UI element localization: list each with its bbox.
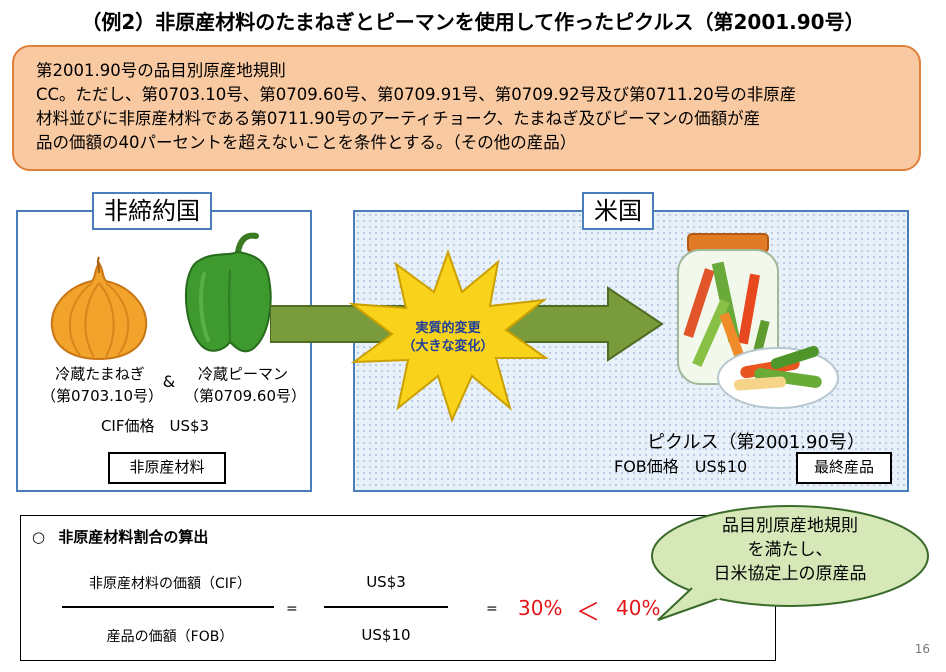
rule-line-1: CC。ただし、第0703.10号、第0709.60号、第0709.91号、第07…	[36, 85, 797, 104]
page-title: （例2）非原産材料のたまねぎとピーマンを使用して作ったピクルス（第2001.90…	[81, 10, 865, 34]
rule-heading: 第2001.90号の品目別原産地規則	[36, 61, 286, 80]
cif-price: CIF価格 US$3	[100, 417, 210, 435]
denominator-value: US$10	[361, 626, 411, 644]
fraction-line-left	[62, 606, 274, 608]
onion-code: （第0703.10号）	[40, 387, 164, 405]
rule-box: 第2001.90号の品目別原産地規則 CC。ただし、第0703.10号、第070…	[12, 45, 921, 171]
denominator-label: 産品の価額（FOB）	[106, 629, 234, 645]
fob-price: FOB価格 US$10	[614, 457, 748, 476]
starburst-icon	[348, 248, 548, 423]
bullet-icon: ○	[32, 528, 46, 546]
usa-tag: 米国	[582, 192, 654, 230]
bubble-line-2: を満たし、	[747, 540, 833, 560]
result-percentage: 30%	[518, 596, 563, 620]
numerator-label: 非原産材料の価額（CIF）	[89, 576, 251, 592]
bubble-line-3: 日米協定上の原産品	[713, 564, 867, 584]
ampersand: &	[162, 372, 176, 391]
non-originating-material-box: 非原産材料	[108, 452, 226, 484]
less-than-sign: ＜	[576, 598, 600, 626]
green-pepper-icon	[184, 232, 272, 353]
calculation-box	[20, 515, 776, 661]
onion-label: 冷蔵たまねぎ	[55, 365, 145, 383]
pepper-code: （第0709.60号）	[183, 387, 307, 405]
threshold-percentage: 40%	[616, 596, 661, 620]
bubble-line-1: 品目別原産地規則	[722, 516, 858, 536]
rule-line-3: 品の価額の40パーセントを超えないことを条件とする。（その他の産品）	[36, 133, 577, 152]
calc-heading-row: ○ 非原産材料割合の算出	[32, 526, 208, 547]
fraction-line-right	[324, 606, 448, 608]
speech-bubble-icon	[651, 505, 929, 621]
numerator-value: US$3	[366, 573, 406, 591]
final-product-box: 最終産品	[796, 452, 892, 484]
pickles-jar-icon	[677, 233, 839, 409]
pepper-label: 冷蔵ピーマン	[197, 365, 288, 383]
transformation-line-1: 実質的変更	[415, 321, 481, 336]
speech-bubble-text: 品目別原産地規則 を満たし、 日米協定上の原産品	[680, 514, 900, 586]
equals-sign-2: =	[486, 601, 498, 617]
calc-heading: 非原産材料割合の算出	[58, 528, 209, 546]
pickles-label: ピクルス（第2001.90号）	[647, 432, 865, 453]
page-number: 16	[914, 642, 930, 656]
rule-line-2: 材料並びに非原産材料である第0711.90号のアーティチョーク、たまねぎ及びピー…	[36, 109, 761, 128]
transformation-line-2: （大きな変化）	[402, 339, 494, 354]
non-party-tag: 非締約国	[92, 192, 212, 230]
transformation-label: 実質的変更 （大きな変化）	[398, 320, 498, 356]
onion-icon	[50, 256, 148, 361]
equals-sign-1: =	[286, 601, 298, 617]
